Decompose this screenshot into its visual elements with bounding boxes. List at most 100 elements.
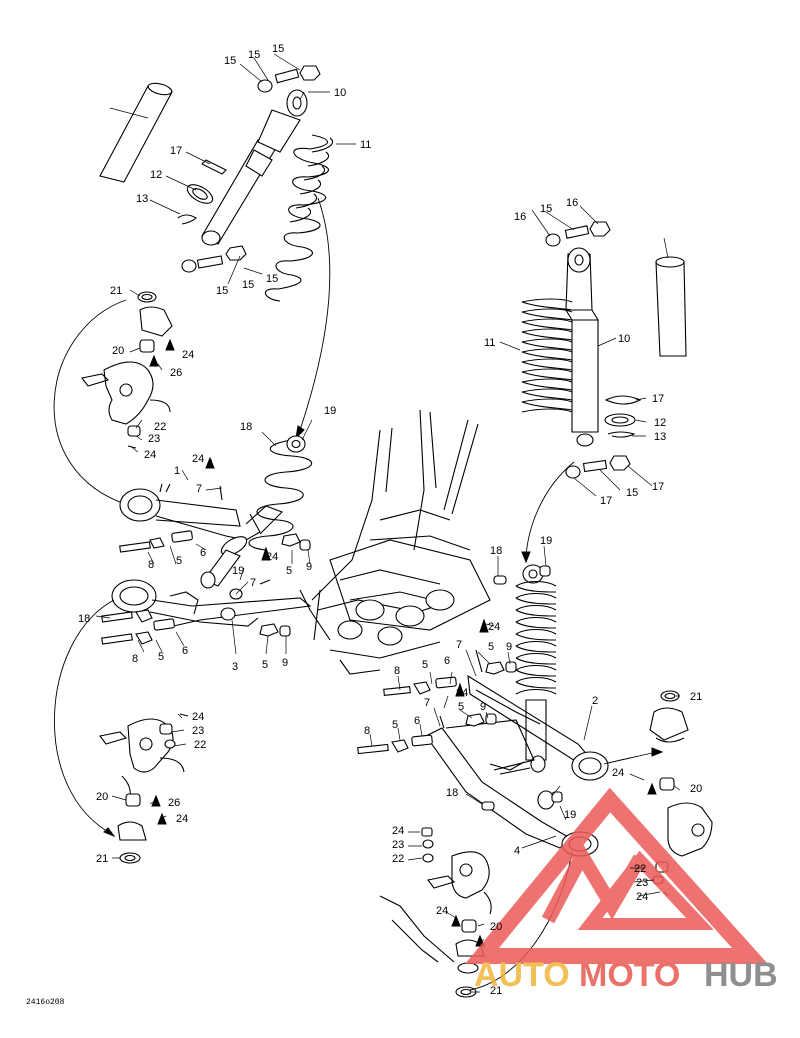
callout-18: 19 xyxy=(540,535,552,547)
assembly-arrow-upper-left-knuckle xyxy=(53,299,129,506)
shock-hardware-bottom-left xyxy=(181,245,247,273)
callout-22: 23 xyxy=(392,839,404,851)
shock-hardware-top-left xyxy=(257,65,321,93)
callout-15: 16 xyxy=(566,197,578,209)
callout-21: 22 xyxy=(154,421,166,433)
callout-2: 2 xyxy=(592,695,598,707)
callout-23: 24 xyxy=(392,825,404,837)
watermark-zigzag xyxy=(541,841,647,924)
callout-19: 20 xyxy=(112,345,124,357)
assembly-arrow-upper-right-knuckle xyxy=(603,751,657,765)
callout-10: 10 xyxy=(618,333,630,345)
callout-17: 18 xyxy=(490,545,502,557)
callout-12: 12 xyxy=(150,169,162,181)
callout-3: 3 xyxy=(232,661,238,673)
right-upper-a-arm xyxy=(383,618,609,781)
spring-retainer-left xyxy=(177,159,227,225)
callout-24: 24 xyxy=(456,687,468,699)
automotohub-watermark: AUTO MOTO HUB xyxy=(465,787,778,994)
left-knuckle-upper-group xyxy=(53,291,175,506)
callout-5: 5 xyxy=(422,659,428,671)
callout-24: 24 xyxy=(192,453,204,465)
callout-14: 15 xyxy=(626,487,638,499)
left-knuckle-lower-group xyxy=(53,599,189,864)
callout-5: 5 xyxy=(488,641,494,653)
callout-6: 6 xyxy=(182,645,188,657)
callout-7: 7 xyxy=(424,697,430,709)
callout-16: 17 xyxy=(170,145,182,157)
callout-numbers: 15 15 15 10 11 17 12 13 15 15 15 21 20 2… xyxy=(26,43,702,1007)
callout-1: 1 xyxy=(174,465,180,477)
callout-21: 22 xyxy=(634,863,646,875)
callout-leaders xyxy=(95,53,681,993)
callout-23: 24 xyxy=(636,891,648,903)
callout-18: 19 xyxy=(232,565,244,577)
callout-15: 16 xyxy=(514,211,526,223)
vehicle-frame xyxy=(299,409,491,675)
callout-8: 8 xyxy=(148,559,154,571)
callout-14: 15 xyxy=(242,279,254,291)
drawing-reference-code: 2416o208 xyxy=(26,998,65,1007)
callout-23: 24 xyxy=(192,711,204,723)
shock-absorber-left-assembled xyxy=(200,435,313,589)
callout-15: 15 xyxy=(266,273,278,285)
left-upper-a-arm xyxy=(119,483,261,541)
coil-spring-left-upper xyxy=(264,134,334,302)
watermark-hub: HUB xyxy=(704,956,778,994)
callout-5: 5 xyxy=(392,719,398,731)
callout-24: 24 xyxy=(436,905,448,917)
callout-9: 9 xyxy=(506,641,512,653)
callout-6: 6 xyxy=(444,655,450,667)
callout-17: 18 xyxy=(446,787,458,799)
callout-8: 8 xyxy=(364,725,370,737)
callout-24: 24 xyxy=(182,349,194,361)
callout-19: 20 xyxy=(490,921,502,933)
callout-13: 13 xyxy=(136,193,148,205)
callout-20: 21 xyxy=(690,691,702,703)
left-lower-a-arm xyxy=(101,579,312,645)
callout-5: 5 xyxy=(176,555,182,567)
assembly-arrow-right-shock xyxy=(525,461,575,557)
callout-6: 6 xyxy=(200,547,206,559)
callout-20: 21 xyxy=(490,985,502,997)
callout-6: 6 xyxy=(414,715,420,727)
callout-11: 11 xyxy=(484,337,495,349)
right-knuckle-lower-group xyxy=(379,827,573,998)
callout-13: 13 xyxy=(654,431,666,443)
shock-sleeve-left xyxy=(99,82,173,183)
callout-12: 12 xyxy=(654,417,666,429)
callout-22: 23 xyxy=(636,877,648,889)
callout-15: 15 xyxy=(216,285,228,297)
assembly-arrow-left-shock xyxy=(299,197,331,431)
callout-16: 17 xyxy=(652,393,664,405)
callout-7: 7 xyxy=(196,483,202,495)
callout-15: 15 xyxy=(272,43,284,55)
callout-21: 22 xyxy=(194,739,206,751)
callout-5: 5 xyxy=(286,565,292,577)
right-shock-assembly-top xyxy=(521,221,687,564)
callout-25: 26 xyxy=(168,797,180,809)
callout-22: 23 xyxy=(192,725,204,737)
left-upper-arm-hardware xyxy=(119,456,311,585)
callout-15: 17 xyxy=(600,495,612,507)
callout-10: 10 xyxy=(334,87,346,99)
callout-25: 26 xyxy=(170,367,182,379)
callout-4: 4 xyxy=(514,845,520,857)
callout-23: 24 xyxy=(144,449,156,461)
callout-9: 9 xyxy=(282,657,288,669)
callout-5: 5 xyxy=(158,651,164,663)
callout-14: 15 xyxy=(540,203,552,215)
watermark-triangle-outer xyxy=(465,787,768,964)
callout-18: 19 xyxy=(564,809,576,821)
callout-17: 18 xyxy=(240,421,252,433)
callout-8: 8 xyxy=(132,653,138,665)
callout-15: 17 xyxy=(652,481,664,493)
callout-9: 9 xyxy=(480,701,486,713)
callout-21: 22 xyxy=(392,853,404,865)
callout-24: 24 xyxy=(176,813,188,825)
watermark-moto: MOTO xyxy=(579,956,680,994)
callout-9: 9 xyxy=(306,561,312,573)
callout-24: 24 xyxy=(612,767,624,779)
callout-7: 7 xyxy=(456,639,462,651)
callout-22: 23 xyxy=(148,433,160,445)
